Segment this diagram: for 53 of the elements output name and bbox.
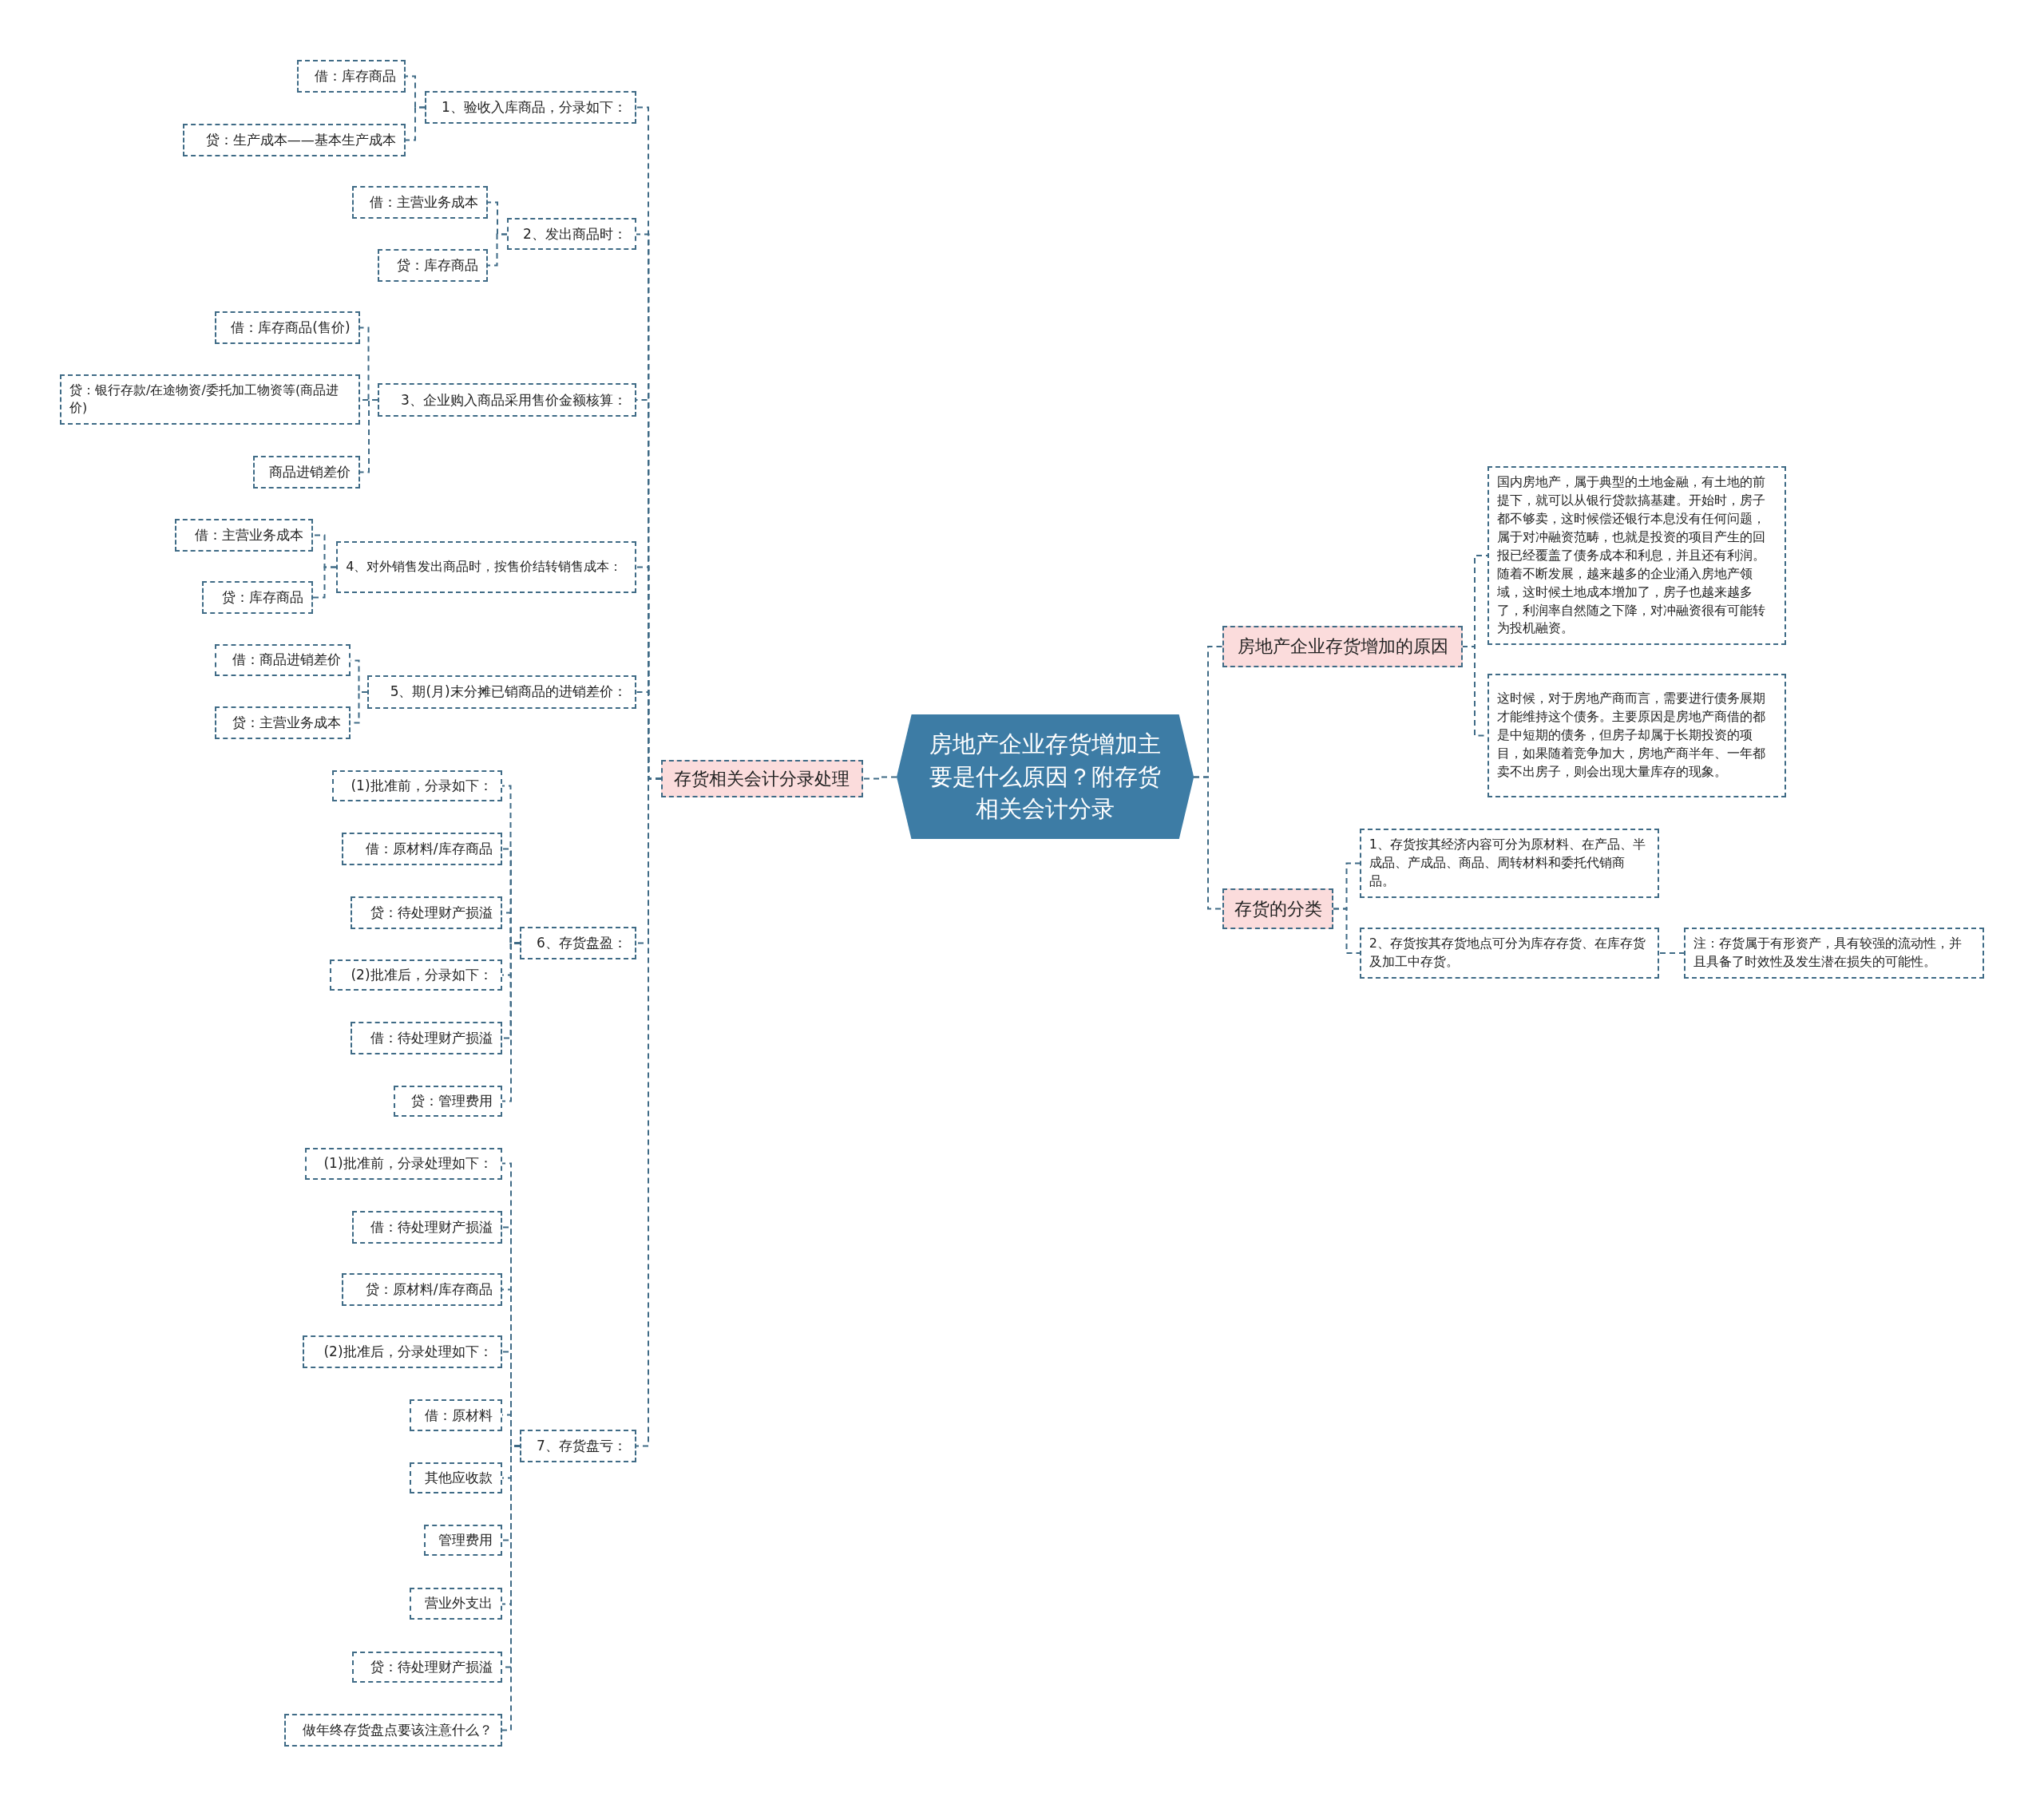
topic-box: 其他应收款 xyxy=(409,1462,502,1493)
topic-box: 营业外支出 xyxy=(409,1587,502,1620)
topic-box: 借：商品进销差价 xyxy=(215,643,351,677)
topic-box: 7、存货盘亏： xyxy=(520,1430,636,1462)
topic-box: 借：原材料/库存商品 xyxy=(341,833,502,866)
topic-box: 借：库存商品(售价) xyxy=(215,311,360,344)
topic-box: 5、期(月)末分摊已销商品的进销差价： xyxy=(367,675,636,710)
connector-line xyxy=(405,106,426,141)
topic-box: 6、存货盘盈： xyxy=(520,926,636,959)
topic-box: 借：原材料 xyxy=(409,1399,502,1431)
note-box: 4、对外销售发出商品时，按售价结转销售成本： xyxy=(336,540,636,593)
topic-box: (1)批准前，分录如下： xyxy=(332,769,502,802)
note-box: 这时候，对于房地产商而言，需要进行债务展期才能维持这个债务。主要原因是房地产商借的都是中短期的债务，但房子却属于长期投资的项目，如果随着竞争加大，房地产商半年、一年都卖不出房子，则会出现大量库存的现象。 xyxy=(1487,674,1786,798)
connector-line xyxy=(501,1445,521,1731)
connector-line xyxy=(1193,776,1223,910)
connector-line xyxy=(501,942,521,1102)
note-box: 贷：银行存款/在途物资/委托加工物资等(商品进价) xyxy=(60,374,360,425)
connector-line xyxy=(486,233,508,267)
topic-box: 贷：待处理财产损溢 xyxy=(351,1651,502,1683)
topic-box: 贷：库存商品 xyxy=(202,581,313,614)
topic-box: 借：库存商品 xyxy=(297,60,406,93)
topic-box: 贷：库存商品 xyxy=(378,248,488,282)
topic-box: 借：待处理财产损溢 xyxy=(351,1022,502,1054)
connector-line xyxy=(359,399,378,473)
topic-box: 贷：管理费用 xyxy=(394,1086,502,1118)
branch-topic: 存货的分类 xyxy=(1222,888,1334,930)
topic-box: 管理费用 xyxy=(423,1525,502,1557)
branch-topic: 房地产企业存货增加的原因 xyxy=(1222,625,1463,667)
topic-box: 贷：主营业务成本 xyxy=(215,706,351,739)
topic-box: 商品进销差价 xyxy=(252,456,360,489)
topic-box: 借：待处理财产损溢 xyxy=(351,1210,502,1244)
topic-box: 贷：待处理财产损溢 xyxy=(351,896,502,930)
topic-box: 1、验收入库商品，分录如下： xyxy=(425,91,636,125)
topic-box: (2)批准后，分录处理如下： xyxy=(302,1335,502,1369)
note-box: 国内房地产，属于典型的土地金融，有土地的前提下，就可以从银行贷款搞基建。开始时，房子都不够卖，这时候偿还银行本息没有任何问题，属于对冲融资范畴，也就是投资的项目产生的回报已经覆盖了债务成本和利息，并且还有利润。随着不断发展，越来越多的企业涌入房地产领域，这时候土地成本增加了，房子也越来越多了，利润率自然随之下降，对冲融资很有可能转为投机融资。 xyxy=(1487,466,1786,646)
topic-box: 2、发出商品时： xyxy=(507,217,636,251)
topic-box: (1)批准前，分录处理如下： xyxy=(305,1148,502,1180)
branch-topic: 存货相关会计分录处理 xyxy=(660,759,863,798)
connector-line xyxy=(1333,908,1361,954)
topic-box: 贷：原材料/库存商品 xyxy=(341,1273,502,1306)
note-box: 注：存货属于有形资产，具有较强的流动性，并且具备了时效性及发生潜在损失的可能性。 xyxy=(1684,928,1984,979)
topic-box: 做年终存货盘点要该注意什么？ xyxy=(283,1713,502,1747)
topic-box: 借：主营业务成本 xyxy=(174,518,313,552)
note-box: 1、存货按其经济内容可分为原材料、在产品、半成品、产成品、商品、周转材料和委托代销商品。 xyxy=(1359,829,1660,898)
topic-box: 贷：生产成本——基本生产成本 xyxy=(182,124,406,156)
connector-line xyxy=(1659,952,1685,954)
topic-box: (2)批准后，分录如下： xyxy=(330,959,502,991)
connector-line xyxy=(862,776,897,780)
note-box: 2、存货按其存货地点可分为库存存货、在库存货及加工中存货。 xyxy=(1359,928,1660,979)
topic-box: 3、企业购入商品采用售价金额核算： xyxy=(378,383,636,417)
topic-box: 借：主营业务成本 xyxy=(351,186,488,220)
connector-line xyxy=(312,566,337,599)
central-topic: 房地产企业存货增加主要是什么原因？附存货相关会计分录 xyxy=(897,714,1194,840)
